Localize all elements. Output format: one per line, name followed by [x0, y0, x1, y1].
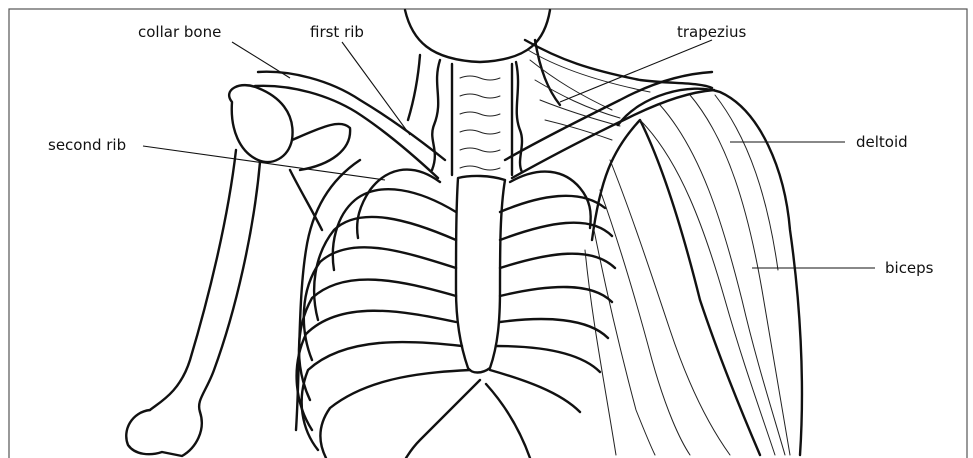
label-biceps: biceps — [885, 259, 934, 277]
label-trapezius: trapezius — [677, 23, 747, 41]
arm-muscles — [585, 89, 802, 455]
label-second-rib: second rib — [48, 136, 126, 154]
left-ribs — [296, 160, 480, 458]
sternum — [456, 176, 505, 373]
leader-lines — [143, 40, 875, 268]
label-first-rib: first rib — [310, 23, 364, 41]
label-deltoid: deltoid — [856, 133, 908, 151]
label-collar-bone: collar bone — [138, 23, 221, 41]
diagram-frame — [9, 9, 967, 458]
